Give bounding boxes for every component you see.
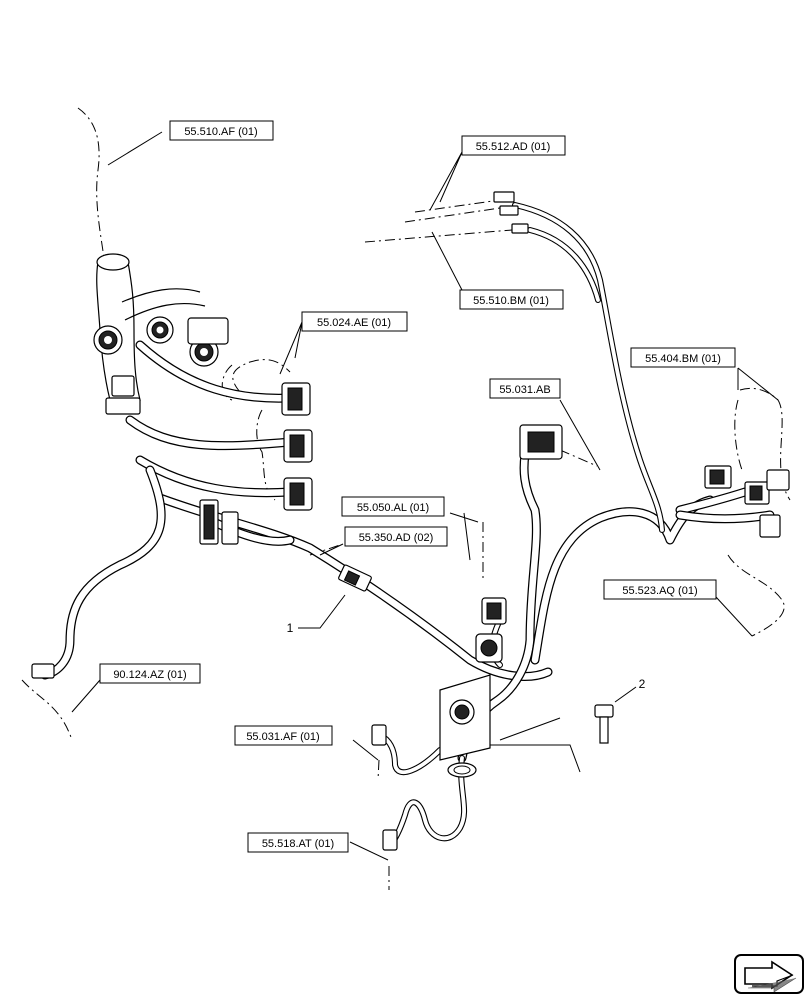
gauge-connector-left xyxy=(93,325,123,355)
right-connectors xyxy=(704,465,790,538)
svg-text:55.350.AD (02): 55.350.AD (02) xyxy=(359,532,434,544)
mounting-plate xyxy=(439,674,491,778)
reference-labels: 55.510.AF (01) 55.512.AD (01) 55.510.BM … xyxy=(99,120,736,853)
bolt-part-2 xyxy=(594,704,614,744)
item-number-2: 2 xyxy=(639,677,646,691)
svg-text:55.518.AT (01): 55.518.AT (01) xyxy=(262,838,334,850)
ref-label-55-050-al: 55.050.AL (01) xyxy=(341,496,445,517)
svg-text:55.404.BM (01): 55.404.BM (01) xyxy=(645,353,721,365)
ref-label-55-510-af: 55.510.AF (01) xyxy=(169,120,274,141)
ref-label-55-031-af: 55.031.AF (01) xyxy=(234,725,333,746)
svg-text:55.510.AF (01): 55.510.AF (01) xyxy=(184,126,257,138)
ref-label-55-518-at: 55.518.AT (01) xyxy=(247,832,349,853)
harness-clamp xyxy=(105,397,141,415)
ref-label-55-512-ad: 55.512.AD (01) xyxy=(461,135,566,156)
round-connector xyxy=(475,597,507,663)
harness-end-connector xyxy=(31,663,55,679)
harness-wires xyxy=(40,202,775,848)
connector-stack xyxy=(281,382,313,511)
connectors xyxy=(31,191,790,851)
ref-label-55-350-ad: 55.350.AD (02) xyxy=(344,526,448,547)
connector-block xyxy=(187,317,229,345)
svg-text:55.024.AE (01): 55.024.AE (01) xyxy=(317,317,391,329)
svg-text:55.031.AF (01): 55.031.AF (01) xyxy=(246,731,319,743)
svg-text:55.512.AD (01): 55.512.AD (01) xyxy=(476,141,551,153)
leader-lines xyxy=(71,131,779,861)
svg-text:55.523.AQ (01): 55.523.AQ (01) xyxy=(622,585,697,597)
svg-text:90.124.AZ (01): 90.124.AZ (01) xyxy=(113,669,186,681)
svg-text:55.031.AB: 55.031.AB xyxy=(499,384,550,396)
lower-connector-a xyxy=(371,724,387,746)
lower-connector-b xyxy=(382,829,398,851)
gauge-connector-right xyxy=(189,337,219,367)
item-numbers: 1 2 xyxy=(287,621,646,691)
ref-label-55-510-bm: 55.510.BM (01) xyxy=(459,289,564,310)
relay-connectors xyxy=(199,499,239,545)
ref-label-55-031-ab: 55.031.AB xyxy=(489,378,561,399)
next-page-arrow-icon[interactable] xyxy=(734,954,804,994)
ref-label-55-024-ae: 55.024.AE (01) xyxy=(301,311,408,332)
ref-label-55-523-aq: 55.523.AQ (01) xyxy=(603,579,717,600)
ref-label-90-124-az: 90.124.AZ (01) xyxy=(99,663,201,684)
svg-text:55.510.BM (01): 55.510.BM (01) xyxy=(473,295,549,307)
item-number-1: 1 xyxy=(287,621,294,635)
gauge-connector-middle xyxy=(146,316,174,344)
connector-plug xyxy=(111,375,135,397)
small-connectors-top xyxy=(493,191,529,234)
inline-connector xyxy=(338,564,372,592)
ref-label-55-404-bm: 55.404.BM (01) xyxy=(630,347,736,368)
svg-text:55.050.AL (01): 55.050.AL (01) xyxy=(357,502,429,514)
module-connector xyxy=(519,424,563,460)
